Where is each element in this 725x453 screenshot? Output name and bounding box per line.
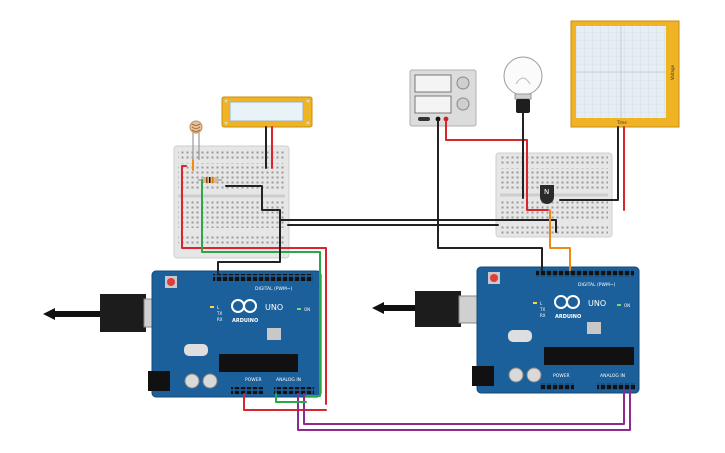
- transistor[interactable]: N: [540, 185, 554, 204]
- arduino-right-power-label: POWER: [553, 373, 570, 379]
- power-supply[interactable]: [409, 69, 477, 127]
- arduino-right-l-label: L: [540, 301, 543, 306]
- wire-ps-red: [445, 120, 549, 211]
- scope-x-label: Time: [616, 120, 627, 125]
- arduino-right-digital-label: DIGITAL (PWM~): [578, 282, 616, 288]
- lcd-display[interactable]: [221, 96, 313, 128]
- arduino-left-l-label: L: [217, 305, 220, 310]
- wire-green-short: [275, 393, 307, 403]
- arduino-right-rx-label: RX: [540, 313, 546, 318]
- wire-black-left: [217, 185, 281, 275]
- photoresistor[interactable]: [189, 120, 203, 160]
- arduino-left-power-label: POWER: [245, 377, 262, 383]
- wire-green-left: [201, 179, 321, 397]
- light-bulb[interactable]: [503, 56, 543, 113]
- oscilloscope[interactable]: Voltage Time: [570, 20, 680, 128]
- arduino-right-brand: ARDUINO: [555, 314, 581, 320]
- scope-y-label: Voltage: [670, 64, 675, 80]
- wire-red-left: [181, 165, 327, 405]
- wire-purple-1: [303, 389, 625, 425]
- arduino-left-model: UNO: [265, 303, 283, 312]
- arduino-left-brand: ARDUINO: [232, 318, 258, 324]
- arduino-right-on-label: ON: [624, 303, 630, 308]
- arduino-left-tx-label: TX: [216, 311, 222, 316]
- arduino-right-analog-label: ANALOG IN: [600, 373, 625, 379]
- wire-orange-right: [549, 209, 571, 271]
- arduino-left[interactable]: ARDUINO UNO DIGITAL (PWM~) ANALOG IN POW…: [148, 270, 322, 398]
- arduino-right-model: UNO: [588, 299, 606, 308]
- arduino-left-rx-label: RX: [217, 317, 223, 322]
- wire-black-cross: [279, 219, 557, 233]
- wires[interactable]: [181, 112, 631, 431]
- wire-purple-2: [297, 389, 631, 431]
- wire-ps-black: [437, 120, 543, 271]
- usb-cable-right[interactable]: [372, 291, 484, 327]
- arduino-right-tx-label: TX: [539, 307, 545, 312]
- usb-cable-left[interactable]: [43, 294, 169, 332]
- arduino-left-on-label: ON: [304, 307, 310, 312]
- transistor-label: N: [544, 188, 549, 196]
- arduino-left-analog-label: ANALOG IN: [276, 377, 301, 383]
- arduino-right[interactable]: ARDUINO UNO DIGITAL (PWM~) ANALOG IN POW…: [472, 266, 640, 394]
- arduino-left-digital-label: DIGITAL (PWM~): [255, 286, 293, 292]
- wire-scope-black: [559, 126, 619, 201]
